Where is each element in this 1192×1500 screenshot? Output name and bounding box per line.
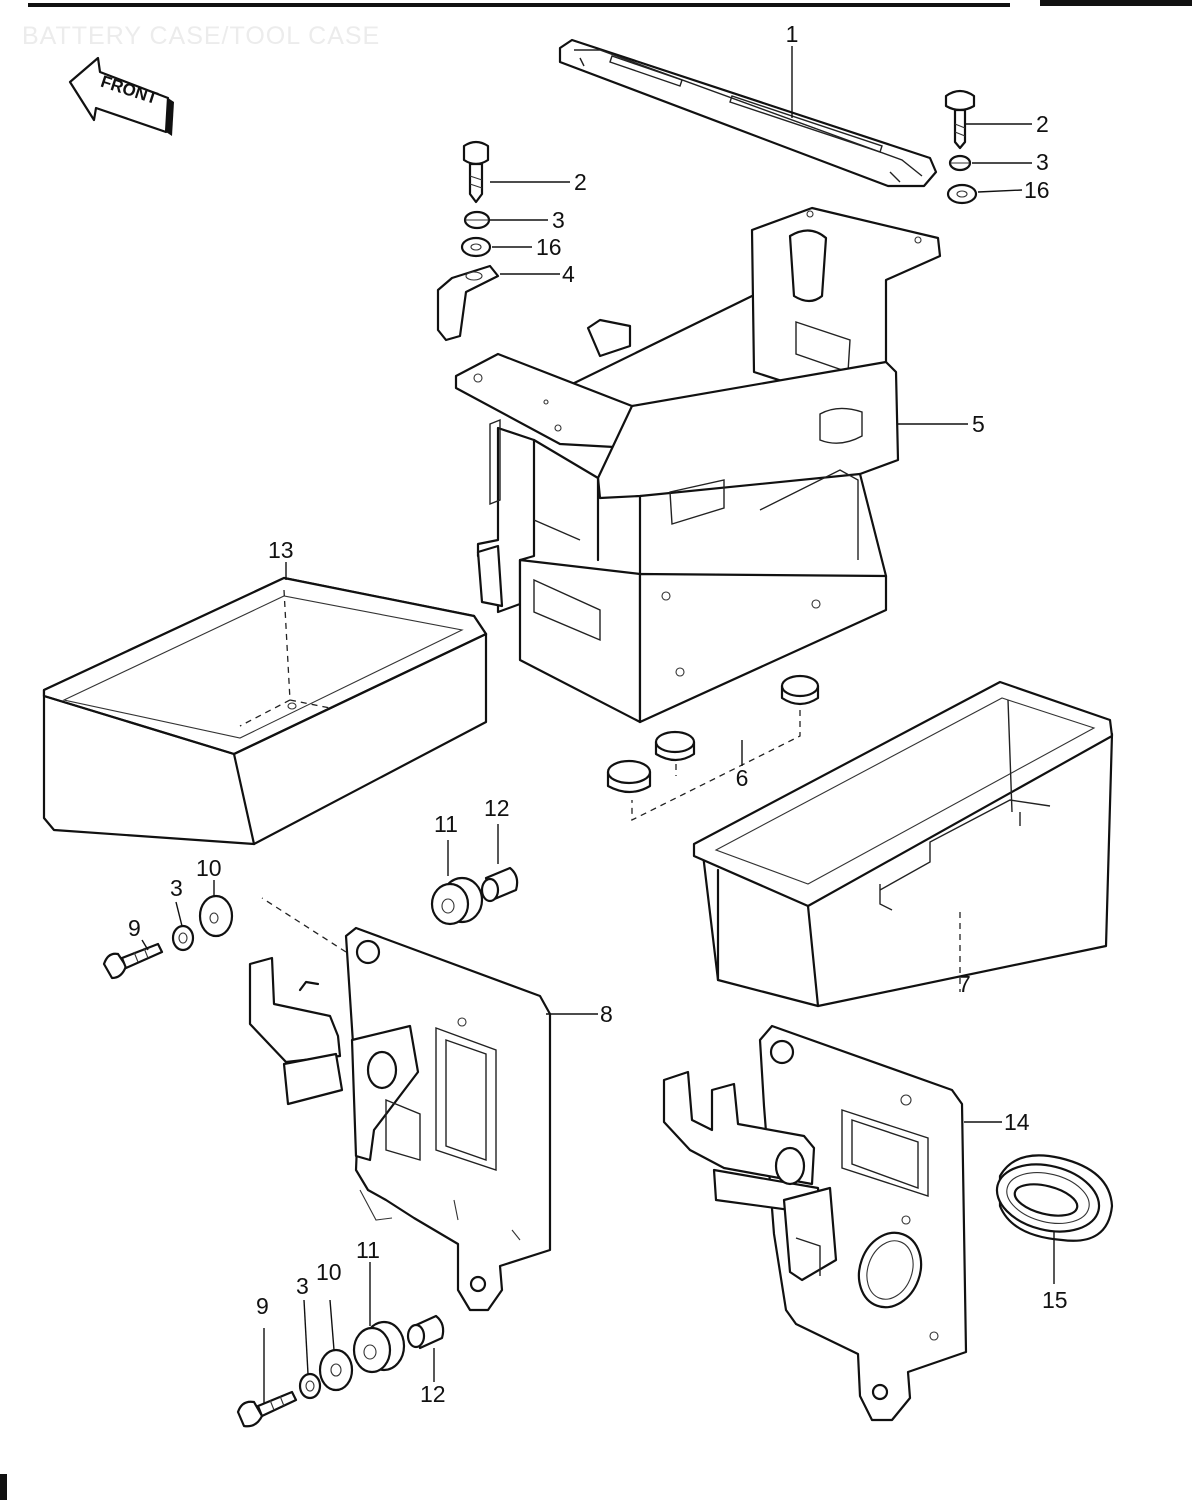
bolt-2-right xyxy=(944,89,976,150)
callout-11-upper: 11 xyxy=(434,811,458,837)
callout-1: 1 xyxy=(786,21,799,47)
callout-5: 5 xyxy=(972,411,985,437)
grommet-11-upper xyxy=(430,876,484,926)
callout-4: 4 xyxy=(562,261,575,287)
bracket-4 xyxy=(436,264,500,342)
tray-13 xyxy=(42,576,488,846)
tool-case-7 xyxy=(692,680,1114,1008)
callout-13: 13 xyxy=(268,537,294,563)
callout-3-left: 3 xyxy=(552,207,565,233)
callout-3-right: 3 xyxy=(1036,149,1049,175)
callout-9-lower: 9 xyxy=(256,1293,269,1319)
bracket-8 xyxy=(248,897,552,1312)
callout-10-lower: 10 xyxy=(316,1259,342,1285)
callout-3-lower: 3 xyxy=(296,1273,309,1299)
collar-12-lower xyxy=(406,1314,445,1350)
grommet-15 xyxy=(995,1154,1114,1242)
bolt-9-upper xyxy=(102,942,164,980)
strap-1 xyxy=(558,38,938,188)
callout-3-upper: 3 xyxy=(170,875,183,901)
grommet-11-lower xyxy=(352,1320,406,1374)
battery-case-5 xyxy=(454,206,942,724)
collar-12-upper xyxy=(480,866,519,903)
callout-15: 15 xyxy=(1042,1287,1068,1313)
callout-14: 14 xyxy=(1004,1109,1030,1135)
callout-labels: 1 2 3 16 2 3 16 4 5 6 7 8 9 3 10 11 12 1… xyxy=(128,21,1068,1407)
front-arrow-icon: FRONT xyxy=(68,56,174,136)
callout-12-upper: 12 xyxy=(484,795,510,821)
callout-2-right: 2 xyxy=(1036,111,1049,137)
leader-lines xyxy=(141,46,1055,1404)
callout-12-lower: 12 xyxy=(420,1381,446,1407)
washer-3-right xyxy=(948,154,972,172)
callout-6: 6 xyxy=(736,765,749,791)
washer-3-lower xyxy=(298,1372,322,1400)
bracket-14 xyxy=(662,1024,968,1422)
page-title: BATTERY CASE/TOOL CASE xyxy=(22,22,381,50)
callout-10-upper: 10 xyxy=(196,855,222,881)
callout-11-lower: 11 xyxy=(356,1237,380,1263)
margin-mark xyxy=(0,1474,7,1500)
bolt-9-lower xyxy=(236,1390,298,1428)
top-border xyxy=(28,0,1192,7)
callout-16-right: 16 xyxy=(1024,177,1050,203)
callout-16-left: 16 xyxy=(536,234,562,260)
callout-7: 7 xyxy=(958,971,971,997)
callout-2-left: 2 xyxy=(574,169,587,195)
bolt-2-left xyxy=(462,140,490,204)
washer-10-upper xyxy=(198,894,234,938)
washer-10-lower xyxy=(318,1348,354,1392)
washer-16-left xyxy=(460,236,492,258)
washer-3-left xyxy=(463,210,491,230)
cushion-6 xyxy=(606,674,820,822)
callout-9-upper: 9 xyxy=(128,915,141,941)
washer-3-upper xyxy=(171,924,195,952)
callout-8: 8 xyxy=(600,1001,613,1027)
washer-16-right xyxy=(946,183,978,205)
